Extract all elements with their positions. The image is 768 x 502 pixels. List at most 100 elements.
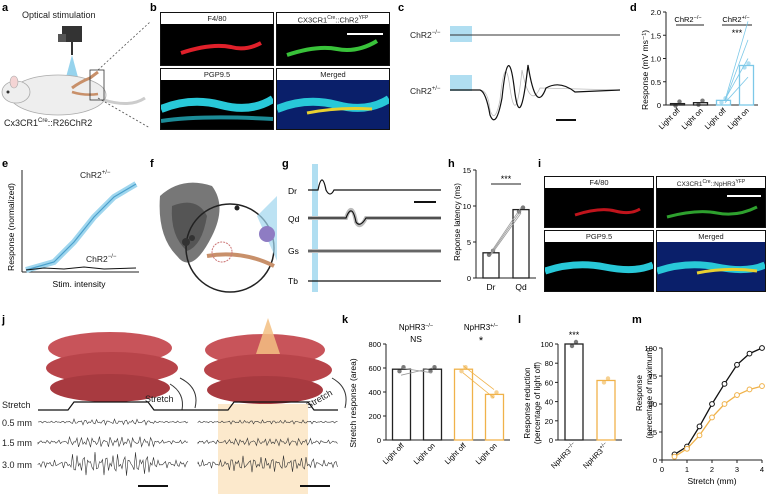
y-tick-label: 600 [368,364,381,373]
panel-j-muscles [46,318,347,411]
bar [422,368,443,441]
x-tick-label: NpHR3−/− [549,441,578,470]
bar-point [601,380,607,385]
panel-e-bot-label: ChR2−/− [86,254,117,264]
panel-letter-d: d [630,2,637,14]
j-row-label-05: 0.5 mm [2,418,33,428]
sig-ns: NS [410,334,422,344]
panel-m-xlabel: Stretch (mm) [687,476,736,486]
x-tick-label: 2 [710,465,714,474]
paired-line [490,207,522,253]
j-row-label-15: 1.5 mm [2,438,33,448]
muscle-right [204,318,332,404]
x-tick-label: Light on [474,441,499,466]
bar [596,379,616,441]
bar-point [494,390,499,395]
paired-line [724,21,749,101]
series-point [746,350,753,357]
panel-m-ylabel1: Response [635,374,644,411]
y-tick-label: 50 [649,400,657,409]
y-tick-label: 0 [549,436,553,445]
bar-point [569,343,575,349]
y-tick-label: 2.0 [651,8,661,17]
panel-e-ylabel: Response (normalized) [6,183,16,271]
micrograph-i-merged: Merged [656,230,766,292]
y-tick-label: 15 [463,166,471,175]
y-tick-label: 75 [649,372,657,381]
series-point [746,386,753,393]
panel-h-ylabel: Reponse latency (ms) [453,183,462,261]
row-label-qd: Qd [288,214,300,224]
bar-point [573,339,579,345]
x-tick-label: Light on [680,106,705,131]
panel-j-traces [37,401,338,494]
panel-letter-k: k [342,314,349,326]
y-tick-label: 100 [644,344,657,353]
paired-line [490,210,522,254]
y-tick-label: 0.5 [651,78,661,87]
muscle-left [46,332,178,402]
row-label-gs: Gs [288,246,299,256]
bar-point [605,376,611,381]
y-tick-label: 800 [368,340,381,349]
micrograph-i-pgp95: PGP9.5 [544,230,654,292]
y-tick-label: 10 [463,202,471,211]
series-point [671,453,678,460]
stretch-label-left: Stretch [145,394,174,404]
emg-trace [197,455,338,473]
panel-letter-h: h [448,158,455,170]
series-point [721,401,728,407]
series-line [674,347,763,455]
y-tick-label: 200 [368,412,381,421]
x-tick-label: 1 [685,465,689,474]
emg-trace [37,451,189,476]
bar-point [486,252,492,257]
micrograph-f480: F4/80 [160,12,274,66]
x-tick-label: 4 [760,465,764,474]
micrograph-chr2: CX3CR1Cre::ChR2YFP [276,12,390,66]
series-point [696,432,703,439]
series-point [684,445,690,452]
bar-point [397,369,402,374]
panel-d-ylabel: Response (mV ms⁻¹) [640,30,650,110]
paired-line [724,39,749,102]
panel-letter-c: c [398,2,405,14]
y-tick-label: 40 [545,398,553,407]
y-tick-label: 0 [467,274,471,283]
panel-l-ylabel1: Response reduction [523,367,532,438]
x-tick-label: Light on [726,106,751,131]
series-point [709,401,715,407]
emg-trace [197,419,338,425]
significance-marker: *** [732,28,743,38]
bar [391,368,412,441]
panel-letter-e: e [2,158,9,170]
paired-line [400,367,433,374]
paired-line [400,367,433,376]
y-tick-label: 20 [545,417,553,426]
panel-letter-j: j [2,314,6,326]
panel-letter-g: g [282,158,289,170]
row-label-tb: Tb [288,276,298,286]
panel-m-ylabel2: (percentage of maximum) [645,347,654,438]
series-point [759,383,765,389]
bar [484,393,505,441]
x-tick-label: 0 [660,465,664,474]
series-point [721,380,728,387]
series-point [709,414,715,421]
bar [512,208,530,279]
x-tick-label-qd: Qd [515,282,527,292]
panel-m-chart: Response (percentage of maximum) 0 25 50 75… [635,344,765,486]
bar-point [459,369,464,374]
y-tick-label: 100 [540,340,553,349]
series-point [734,361,740,368]
group-label-nphr3-het: NpHR3+/− [464,323,498,332]
mouse-illustration [1,21,151,129]
y-tick-label: 25 [649,428,657,437]
group-label-nphr3-ko: NpHR3−/− [399,323,433,332]
bar-point [432,365,437,370]
panel-letter-b: b [150,2,157,14]
x-tick-label: Light off [703,105,729,131]
panel-letter-i: i [538,158,542,170]
paired-line [490,212,522,256]
bar [738,64,755,106]
